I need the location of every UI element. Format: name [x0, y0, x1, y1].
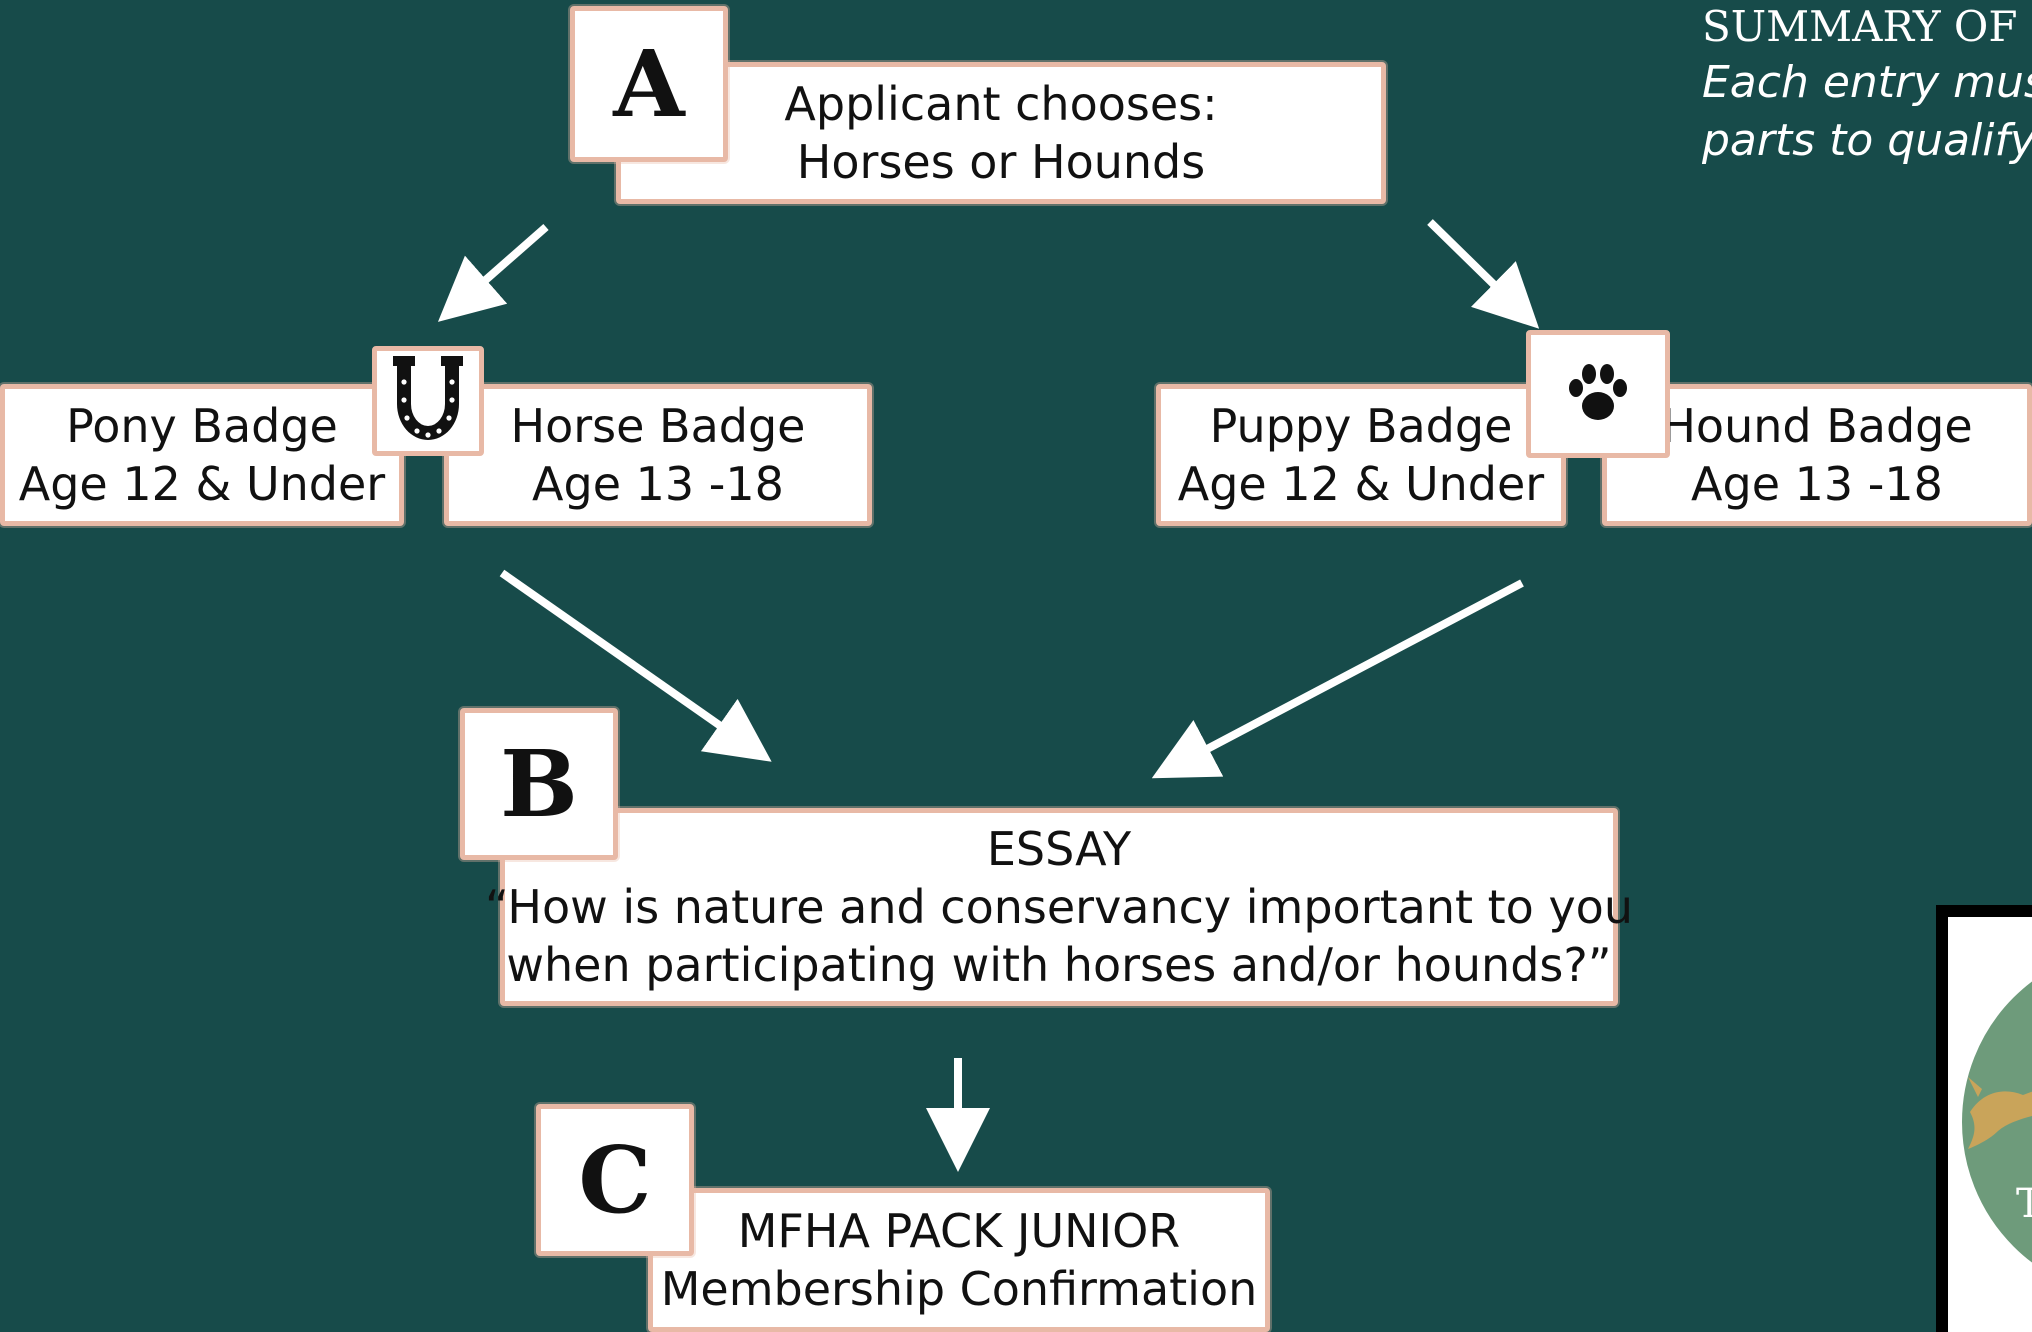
step-b-question-line1: “How is nature and conservancy important… [485, 880, 1633, 934]
paw-print-icon [1569, 364, 1627, 420]
horseshoe-icon-box [372, 346, 484, 456]
summary-line1: Each entry mus [1702, 57, 2032, 108]
summary-panel: SUMMARY OF Each entry mus parts to quali… [1702, 0, 2032, 170]
horseshoe-icon [393, 356, 463, 440]
hound-badge-age: Age 13 -18 [1691, 457, 1943, 511]
step-a-line2: Horses or Hounds [796, 135, 1206, 189]
logo-emblem-icon: T [1958, 976, 2032, 1268]
arrow-a-to-horses [437, 223, 549, 322]
step-c-card: MFHA PACK JUNIOR Membership Confirmation [648, 1188, 1270, 1332]
step-b-letter: B [500, 730, 578, 838]
hound-badge-card: Hound Badge Age 13 -18 [1602, 384, 2032, 526]
logo-text: T [2016, 1181, 2032, 1227]
step-b-letter-box: B [460, 708, 618, 860]
arrow-a-to-hounds [1427, 219, 1540, 329]
puppy-badge-name: Puppy Badge [1209, 399, 1513, 453]
logo-frame: T [1936, 905, 2032, 1332]
puppy-badge-age: Age 12 & Under [1177, 457, 1545, 511]
step-a-letter: A [613, 30, 685, 138]
step-c-line2: Membership Confirmation [660, 1262, 1258, 1316]
horse-badge-age: Age 13 -18 [532, 457, 784, 511]
hound-badge-name: Hound Badge [1661, 399, 1973, 453]
pony-badge-name: Pony Badge [66, 399, 338, 453]
step-b-question-line2: when participating with horses and/or ho… [506, 938, 1612, 992]
step-b-card: ESSAY “How is nature and conservancy imp… [485, 808, 1633, 1006]
step-b-title: ESSAY [986, 822, 1132, 876]
paw-print-icon-box [1526, 330, 1670, 458]
pony-badge-card: Pony Badge Age 12 & Under [0, 384, 404, 526]
step-c-letter-box: C [536, 1104, 694, 1256]
arrow-horses-to-essay [499, 569, 772, 762]
step-a-line1: Applicant chooses: [784, 77, 1218, 131]
arrow-hounds-to-essay [1151, 579, 1524, 779]
pony-badge-age: Age 12 & Under [18, 457, 386, 511]
step-a-card: Applicant chooses: Horses or Hounds [616, 62, 1386, 204]
summary-heading: SUMMARY OF [1702, 2, 2018, 51]
puppy-badge-card: Puppy Badge Age 12 & Under [1156, 384, 1566, 526]
step-a-letter-box: A [570, 6, 728, 162]
step-c-letter: C [578, 1126, 652, 1234]
step-c-line1: MFHA PACK JUNIOR [737, 1204, 1181, 1258]
horse-badge-name: Horse Badge [510, 399, 806, 453]
summary-line2: parts to qualify [1702, 115, 2032, 166]
horse-badge-card: Horse Badge Age 13 -18 [444, 384, 872, 526]
